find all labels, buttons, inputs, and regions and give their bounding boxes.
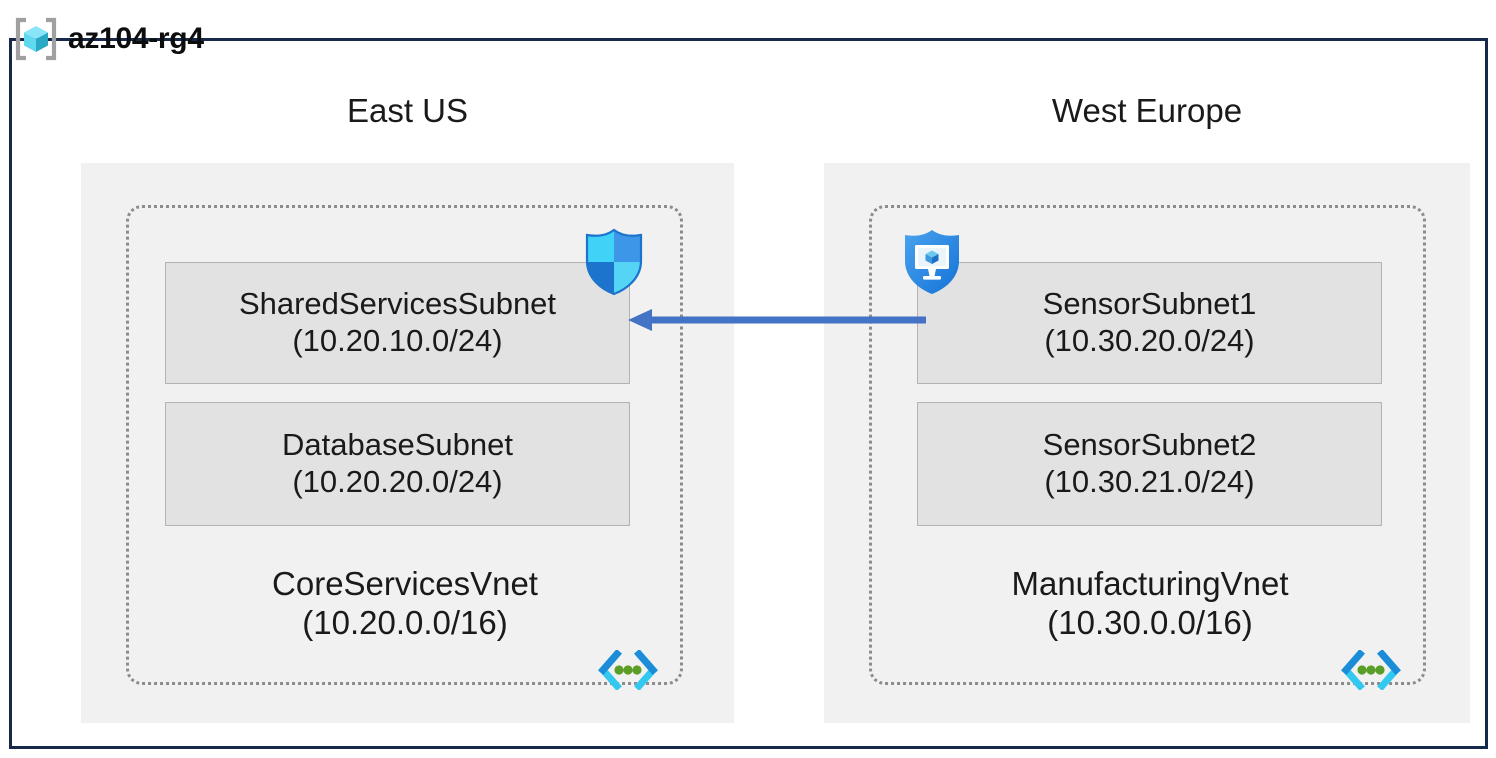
vnet-name: ManufacturingVnet (1011, 565, 1289, 602)
subnet-name: DatabaseSubnet (282, 427, 513, 463)
resource-group-name: az104-rg4 (68, 22, 204, 55)
network-security-group-shield-icon (583, 228, 645, 296)
region-label-west-europe: West Europe (1051, 92, 1243, 129)
subnet-cidr: (10.20.20.0/24) (292, 464, 503, 499)
subnet-database: DatabaseSubnet (10.20.20.0/24) (165, 402, 630, 526)
resource-group-title: az104-rg4 (14, 10, 204, 68)
subnet-cidr: (10.30.21.0/24) (1044, 464, 1255, 499)
subnet-sensor-1: SensorSubnet1 (10.30.20.0/24) (917, 262, 1382, 384)
subnet-cidr: (10.20.10.0/24) (292, 323, 503, 358)
subnet-sensor-2: SensorSubnet2 (10.30.21.0/24) (917, 402, 1382, 526)
vnet-name: CoreServicesVnet (272, 565, 538, 602)
vnet-cidr: (10.20.0.0/16) (302, 603, 508, 641)
subnet-cidr: (10.30.20.0/24) (1044, 323, 1255, 358)
subnet-name: SensorSubnet2 (1042, 427, 1257, 463)
bastion-shield-monitor-icon (901, 228, 963, 296)
vnet-caption-core-services: CoreServicesVnet (10.20.0.0/16) (140, 565, 670, 643)
resource-group-frame (9, 38, 1488, 749)
virtual-network-icon (1340, 649, 1402, 691)
vnet-manufacturing (869, 205, 1426, 685)
subnet-name: SharedServicesSubnet (238, 286, 557, 322)
vnet-core-services (126, 205, 683, 685)
vnet-cidr: (10.30.0.0/16) (1047, 603, 1253, 641)
virtual-network-icon (597, 649, 659, 691)
title-notch (24, 67, 334, 93)
subnet-name: SensorSubnet1 (1042, 286, 1257, 322)
arrow-left-icon (620, 305, 926, 335)
subnet-shared-services: SharedServicesSubnet (10.20.10.0/24) (165, 262, 630, 384)
region-label-east-us: East US (346, 92, 469, 129)
vnet-caption-manufacturing: ManufacturingVnet (10.30.0.0/16) (885, 565, 1415, 643)
resource-group-cube-icon (14, 17, 58, 61)
